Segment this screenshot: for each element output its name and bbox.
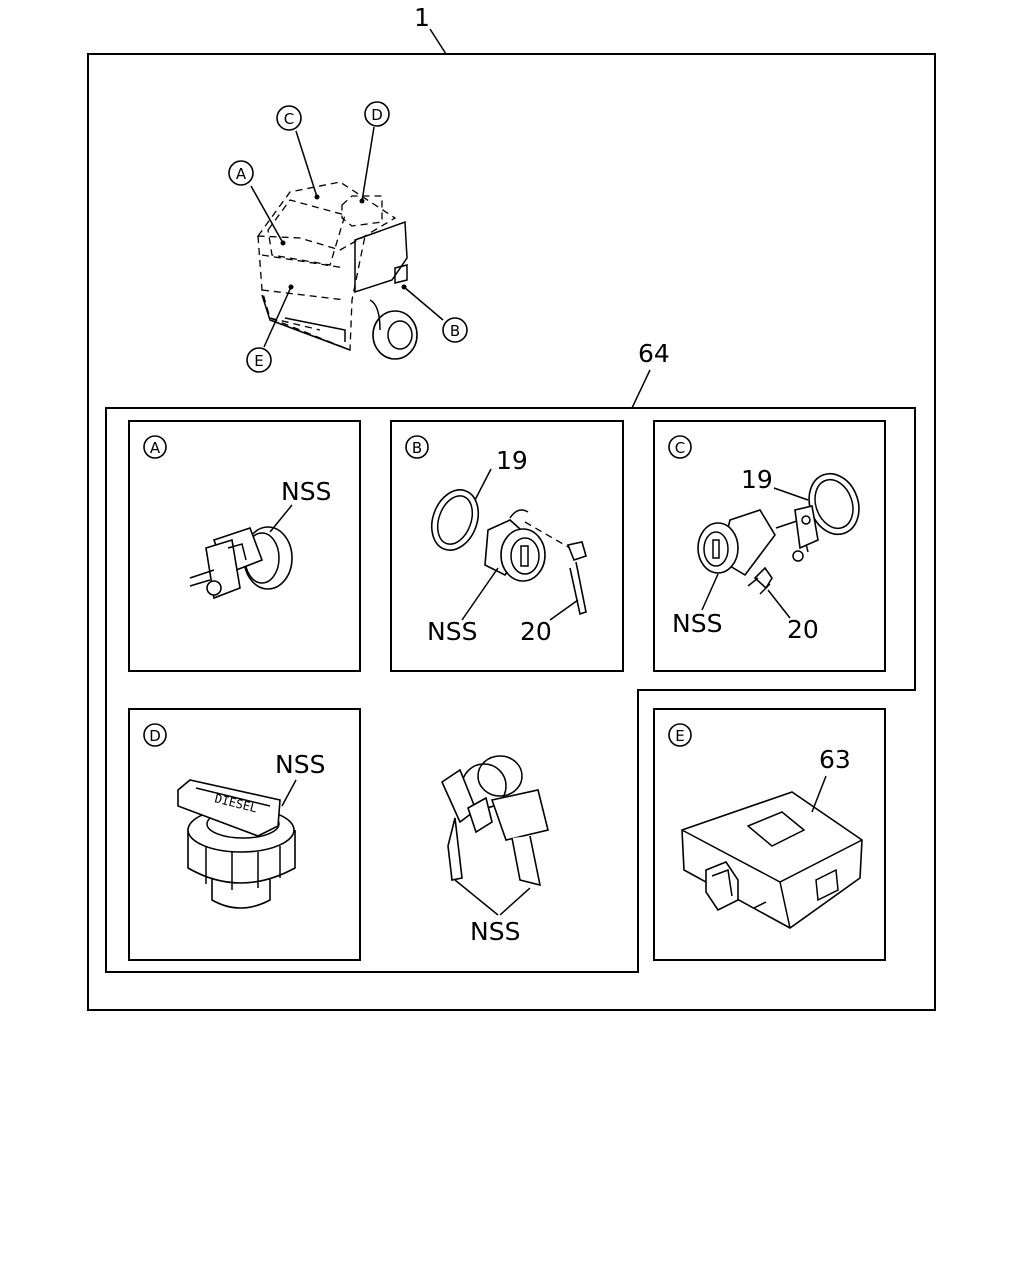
panel-d-letter: D bbox=[149, 727, 161, 745]
lock-clip bbox=[524, 521, 587, 616]
callout-b: B bbox=[403, 286, 468, 343]
callout-d: D bbox=[361, 101, 390, 202]
callout-e-letter: E bbox=[254, 352, 263, 370]
panel-a: A NSS bbox=[128, 420, 361, 672]
panel-e: E 63 bbox=[653, 708, 886, 961]
panel-b: B 19 NSS 20 bbox=[390, 420, 624, 672]
callout-c: C bbox=[276, 105, 318, 198]
subassembly-number: 64 bbox=[638, 339, 670, 368]
door-lock-cylinder-c bbox=[697, 505, 819, 577]
label-nss-a: NSS bbox=[281, 477, 331, 506]
label-nss-c: NSS bbox=[672, 609, 722, 638]
label-nss-d: NSS bbox=[275, 750, 325, 779]
panel-e-letter: E bbox=[675, 727, 684, 745]
panel-c: C 19 NSS 20 bbox=[653, 420, 886, 672]
label-20-b: 20 bbox=[520, 617, 552, 646]
panel-c-letter: C bbox=[675, 439, 685, 457]
subassembly-frame bbox=[105, 407, 916, 973]
fuel-cap: DIESEL bbox=[177, 779, 296, 909]
callout-a: A bbox=[228, 160, 284, 244]
immobilizer-control-unit bbox=[681, 791, 863, 929]
callout-c-letter: C bbox=[284, 110, 294, 128]
panel-b-letter: B bbox=[412, 439, 422, 457]
assembly-leader bbox=[429, 28, 447, 55]
panel-d: D DIESEL NSS bbox=[128, 708, 361, 961]
label-nss-keys: NSS bbox=[470, 917, 520, 946]
ignition-lock-cylinder bbox=[189, 526, 293, 600]
door-lock-gasket-c bbox=[808, 472, 860, 536]
panel-a-letter: A bbox=[150, 439, 161, 457]
subassembly-leader bbox=[631, 369, 651, 409]
door-lock-cylinder bbox=[484, 509, 546, 582]
callout-e: E bbox=[246, 286, 292, 373]
label-20-c: 20 bbox=[787, 615, 819, 644]
door-lock-gasket bbox=[430, 489, 480, 551]
label-63: 63 bbox=[819, 745, 851, 774]
label-19-b: 19 bbox=[496, 446, 528, 475]
callout-b-letter: B bbox=[450, 322, 460, 340]
label-19-c: 19 bbox=[741, 465, 773, 494]
assembly-frame bbox=[87, 53, 936, 1011]
callout-a-letter: A bbox=[236, 165, 247, 183]
key-set bbox=[440, 755, 549, 916]
label-nss-b: NSS bbox=[427, 617, 477, 646]
callout-d-letter: D bbox=[371, 106, 383, 124]
truck-cab-illustration bbox=[256, 181, 418, 360]
assembly-number: 1 bbox=[414, 3, 430, 32]
lock-clip-c bbox=[747, 566, 773, 595]
